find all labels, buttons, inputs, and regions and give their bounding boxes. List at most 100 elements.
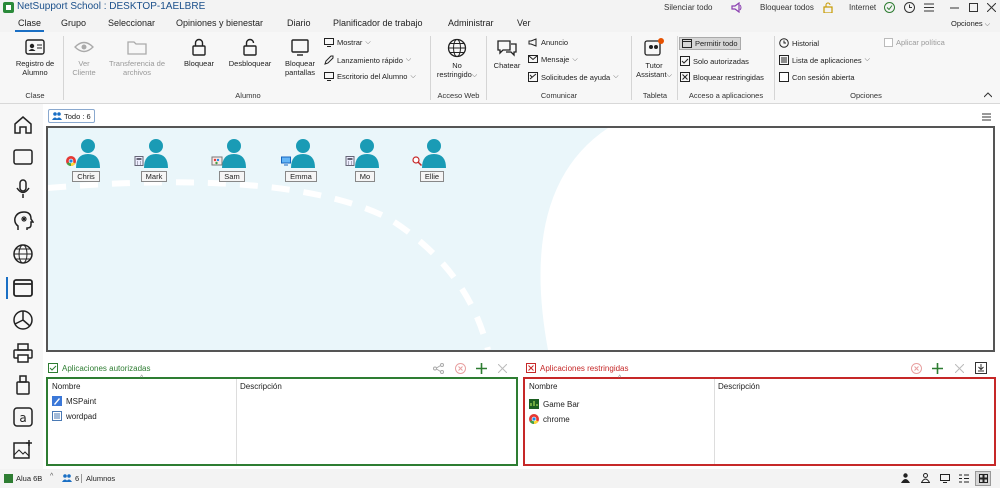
tutor-assistant-button[interactable]: Tutor Assistant⌵ — [634, 38, 674, 80]
chat-button[interactable]: Chatear — [490, 38, 524, 70]
block-icon[interactable] — [455, 363, 466, 374]
microphone-icon[interactable] — [12, 178, 34, 200]
student-register-button[interactable]: Registro de Alumno — [8, 38, 62, 77]
menu-opiniones[interactable]: Opiniones y bienestar — [176, 18, 264, 28]
view-menu-icon[interactable] — [982, 113, 991, 121]
message-dropdown[interactable]: Mensaje⌵ — [528, 55, 578, 64]
lock-all-button[interactable]: Bloquear todos — [760, 3, 814, 12]
add-icon[interactable] — [476, 363, 487, 374]
group-label-web: Acceso Web — [437, 91, 480, 100]
room-expand-icon[interactable]: ^ — [50, 473, 54, 480]
left-toolbar: a — [0, 104, 43, 469]
collapse-ribbon-icon[interactable] — [984, 92, 992, 98]
pie-chart-icon[interactable] — [12, 309, 34, 331]
printer-icon[interactable] — [12, 342, 34, 364]
monitor-icon — [291, 39, 309, 56]
message-icon — [528, 55, 538, 63]
announce-button[interactable]: Anuncio — [528, 38, 568, 47]
person-outline-icon[interactable] — [921, 473, 930, 483]
maximize-icon[interactable] — [969, 3, 978, 12]
restricted-apps-panel: ^ Nombre Descripción Game Bar chrome — [523, 375, 996, 466]
web-globe-icon[interactable] — [12, 243, 34, 265]
menu-planificador[interactable]: Planificador de trabajo — [333, 18, 423, 28]
paint-app-icon — [211, 156, 223, 166]
add-icon[interactable] — [932, 363, 943, 374]
student-desktop-dropdown[interactable]: Escritorio del Alumno⌵ — [324, 72, 416, 81]
app-list-dropdown[interactable]: Lista de aplicaciones⌵ — [779, 55, 870, 65]
usb-drive-icon[interactable] — [12, 374, 34, 396]
mute-all-button[interactable]: Silenciar todo — [664, 3, 713, 12]
column-header-description[interactable]: Descripción — [718, 382, 760, 391]
remove-icon[interactable] — [498, 364, 507, 373]
student-tile[interactable]: Mark — [124, 138, 184, 182]
history-button[interactable]: Historial — [779, 38, 819, 48]
with-session-checkbox[interactable]: Con sesión abierta — [779, 72, 855, 82]
student-tile[interactable]: Emma — [271, 138, 331, 182]
list-item[interactable]: MSPaint — [52, 396, 96, 406]
student-tile[interactable]: Sam — [202, 138, 262, 182]
group-people-icon — [52, 112, 62, 120]
remove-icon[interactable] — [955, 364, 964, 373]
menu-ver[interactable]: Ver — [517, 18, 531, 28]
column-header-name[interactable]: Nombre — [529, 382, 558, 391]
share-icon[interactable] — [433, 363, 444, 374]
grid-view-toggle[interactable] — [975, 471, 991, 486]
list-item[interactable]: Game Bar — [529, 399, 579, 409]
hamburger-menu-icon[interactable] — [924, 3, 934, 12]
file-transfer-button[interactable]: Transferencia de archivos — [104, 38, 170, 77]
export-icon[interactable] — [975, 362, 987, 374]
svg-text:a: a — [19, 411, 26, 425]
list-item[interactable]: wordpad — [52, 411, 97, 421]
show-dropdown[interactable]: Mostrar⌵ — [324, 38, 371, 47]
group-label-alumno: Alumno — [235, 91, 261, 100]
menu-bar: Clase Grupo Seleccionar Opiniones y bien… — [0, 15, 1000, 32]
applications-window-icon[interactable] — [12, 277, 34, 299]
quick-launch-dropdown[interactable]: Lanzamiento rápido⌵ — [324, 55, 411, 65]
block-restricted-toggle[interactable]: Bloquear restringidas — [680, 72, 764, 82]
add-image-icon[interactable] — [12, 439, 34, 461]
menu-seleccionar[interactable]: Seleccionar — [108, 18, 156, 28]
room-name[interactable]: Alua 6B — [16, 474, 43, 483]
lock-button[interactable]: Bloquear — [178, 38, 220, 68]
sort-indicator-icon: ^ — [618, 375, 622, 382]
person-filled-icon[interactable] — [901, 473, 910, 483]
speaker-icon[interactable] — [731, 2, 743, 13]
monitor-view-icon[interactable] — [940, 474, 950, 483]
home-icon[interactable] — [12, 114, 34, 136]
details-view-icon[interactable] — [959, 474, 969, 483]
student-avatar-icon — [211, 139, 246, 168]
menu-administrar[interactable]: Administrar — [448, 18, 494, 28]
approved-only-toggle[interactable]: Solo autorizadas — [680, 56, 749, 66]
view-client-button[interactable]: Ver Cliente — [66, 38, 102, 77]
close-icon[interactable] — [987, 3, 996, 12]
internet-status-check-icon[interactable] — [884, 2, 895, 13]
student-tile[interactable]: Mo — [335, 138, 395, 182]
column-header-name[interactable]: Nombre — [52, 382, 81, 391]
student-tile[interactable]: Ellie — [402, 138, 462, 182]
head-brain-icon[interactable] — [12, 210, 34, 232]
unlock-button[interactable]: Desbloquear — [224, 38, 276, 68]
letter-a-icon[interactable]: a — [12, 406, 34, 428]
padlock-icon[interactable] — [823, 2, 833, 13]
help-requests-dropdown[interactable]: Solicitudes de ayuda⌵ — [528, 72, 619, 82]
blank-screens-button[interactable]: Bloquear pantallas — [280, 38, 320, 77]
student-tile[interactable]: Chris — [56, 138, 116, 182]
clock-icon[interactable] — [904, 2, 915, 13]
list-item[interactable]: chrome — [529, 414, 570, 424]
menu-grupo[interactable]: Grupo — [61, 18, 87, 28]
students-label: Alumnos — [86, 474, 116, 483]
view-filter-tab[interactable]: Todo : 6 — [48, 109, 95, 123]
allow-all-apps-toggle[interactable]: Permitir todo — [679, 37, 741, 50]
menu-clase[interactable]: Clase — [18, 18, 42, 28]
ribbon-separator — [677, 36, 678, 100]
menu-diario[interactable]: Diario — [287, 18, 311, 28]
apply-policy-checkbox[interactable]: Aplicar política — [884, 38, 945, 47]
options-menu[interactable]: Opciones ⌵ — [951, 19, 991, 28]
screen-view-icon[interactable] — [12, 146, 34, 168]
minimize-icon[interactable] — [950, 3, 959, 12]
checkbox-x-icon — [526, 363, 536, 373]
column-header-description[interactable]: Descripción — [240, 382, 282, 391]
web-unrestricted-button[interactable]: No restringido⌵ — [434, 38, 480, 80]
block-icon[interactable] — [911, 363, 922, 374]
